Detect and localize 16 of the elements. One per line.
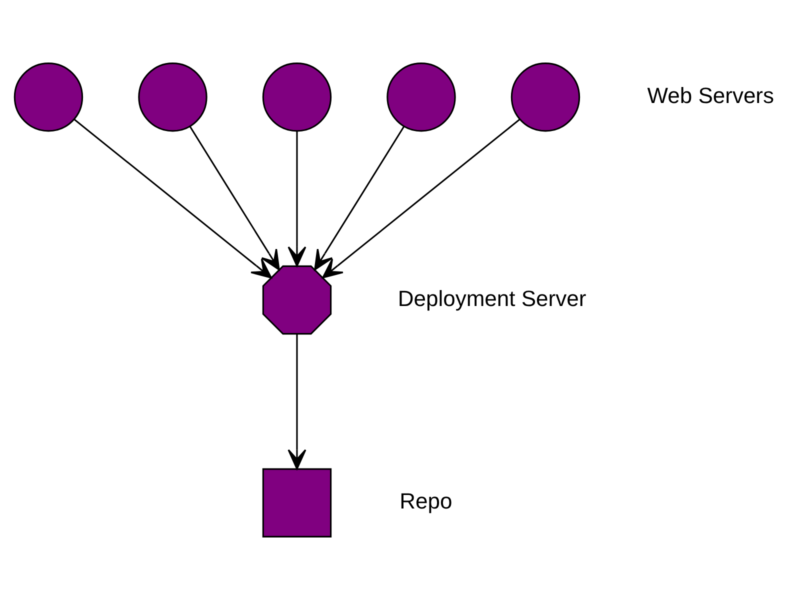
node-circle [262, 62, 332, 132]
node-label: Repo [400, 488, 452, 514]
node-circle [510, 62, 580, 132]
arrow [288, 131, 306, 267]
node-label: Web Servers [647, 82, 774, 108]
arrow [322, 118, 520, 278]
arrow [189, 126, 280, 270]
node-circle [14, 62, 84, 132]
node-label: Deployment Server [398, 286, 586, 311]
node-circle [138, 62, 208, 132]
node-circle [386, 62, 456, 132]
arrow [314, 126, 405, 270]
arrow [74, 118, 272, 278]
node-box [262, 468, 332, 538]
node-octagon [262, 265, 332, 335]
arrow [288, 334, 306, 470]
